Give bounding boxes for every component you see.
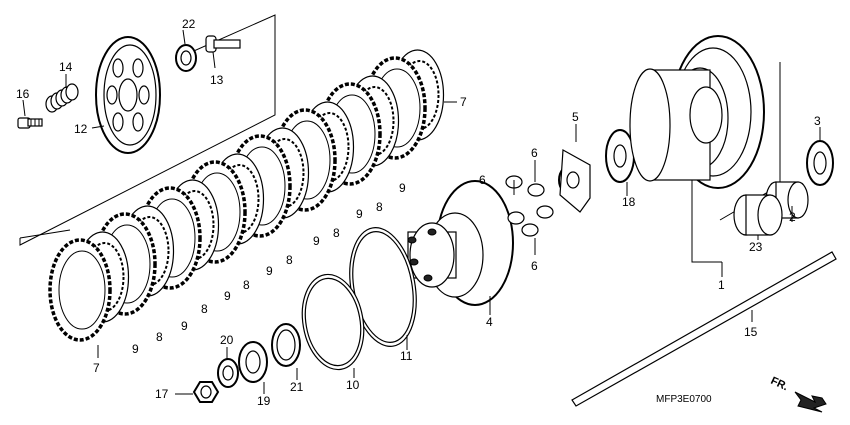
callout-6-bottom: 6 <box>531 259 538 273</box>
callout-8-e: 8 <box>333 226 340 240</box>
callout-labels: 22 14 16 12 13 7 7 5 6 6 6 18 3 2 23 1 1… <box>16 17 821 408</box>
plate-stack-bracket <box>19 14 276 246</box>
part-21-spring-washer <box>271 323 301 367</box>
callout-2: 2 <box>789 210 796 224</box>
part-6-cam-pieces <box>505 175 554 237</box>
callout-8-d: 8 <box>286 253 293 267</box>
callout-13: 13 <box>210 73 224 87</box>
callout-8-c: 8 <box>243 278 250 292</box>
callout-6-left: 6 <box>479 173 486 187</box>
callout-17: 17 <box>155 387 169 401</box>
part-17-nut <box>192 381 220 403</box>
callout-10: 10 <box>346 378 360 392</box>
part-1-clutch-outer <box>629 35 765 189</box>
part-16-bolt <box>17 117 43 129</box>
clutch-plate-stack <box>48 49 445 342</box>
part-13-pin <box>205 35 241 53</box>
callout-23: 23 <box>749 240 763 254</box>
callout-7-bottom: 7 <box>93 361 100 375</box>
part-22-bearing <box>175 44 197 72</box>
part-10-ring <box>301 273 365 371</box>
diagram-code: MFP3E0700 <box>656 394 712 405</box>
callout-18: 18 <box>622 195 636 209</box>
callout-14: 14 <box>59 60 73 74</box>
part-20-washer <box>217 358 239 388</box>
part-11-ring <box>349 227 417 347</box>
callout-22: 22 <box>182 17 196 31</box>
callout-21: 21 <box>290 380 304 394</box>
part-12-pressure-plate <box>95 36 161 154</box>
callout-4: 4 <box>486 315 493 329</box>
friction-disc <box>48 238 112 342</box>
part-4-clutch-center <box>407 180 514 306</box>
leader-lines <box>22 29 821 395</box>
part-19-washer <box>238 341 268 383</box>
callout-9-e: 9 <box>313 234 320 248</box>
part-15-shaft <box>571 251 837 407</box>
callout-12: 12 <box>74 122 88 136</box>
front-direction-arrow: FR. <box>769 375 827 413</box>
callout-5: 5 <box>572 110 579 124</box>
direction-label: FR. <box>769 375 790 393</box>
callout-9-f: 9 <box>356 207 363 221</box>
callout-8-f: 8 <box>376 200 383 214</box>
part-14-spring <box>45 83 79 113</box>
callout-9-d: 9 <box>266 264 273 278</box>
callout-9-b: 9 <box>181 319 188 333</box>
part-3-washer <box>806 140 834 186</box>
callout-8-b: 8 <box>201 302 208 316</box>
callout-3: 3 <box>814 114 821 128</box>
callout-1: 1 <box>718 278 725 292</box>
callout-9-g: 9 <box>399 181 406 195</box>
callout-15: 15 <box>744 325 758 339</box>
part-23-needle-bearing <box>733 194 783 236</box>
callout-7-top: 7 <box>460 95 467 109</box>
part-18-washer <box>605 129 635 183</box>
callout-11: 11 <box>400 349 413 363</box>
callout-9-a: 9 <box>132 342 139 356</box>
callout-20: 20 <box>220 333 234 347</box>
part-5-lifter-cam <box>558 149 591 213</box>
callout-9-c: 9 <box>224 289 231 303</box>
callout-16: 16 <box>16 87 30 101</box>
callout-6-top: 6 <box>531 146 538 160</box>
callout-19: 19 <box>257 394 271 408</box>
callout-8-a: 8 <box>156 330 163 344</box>
